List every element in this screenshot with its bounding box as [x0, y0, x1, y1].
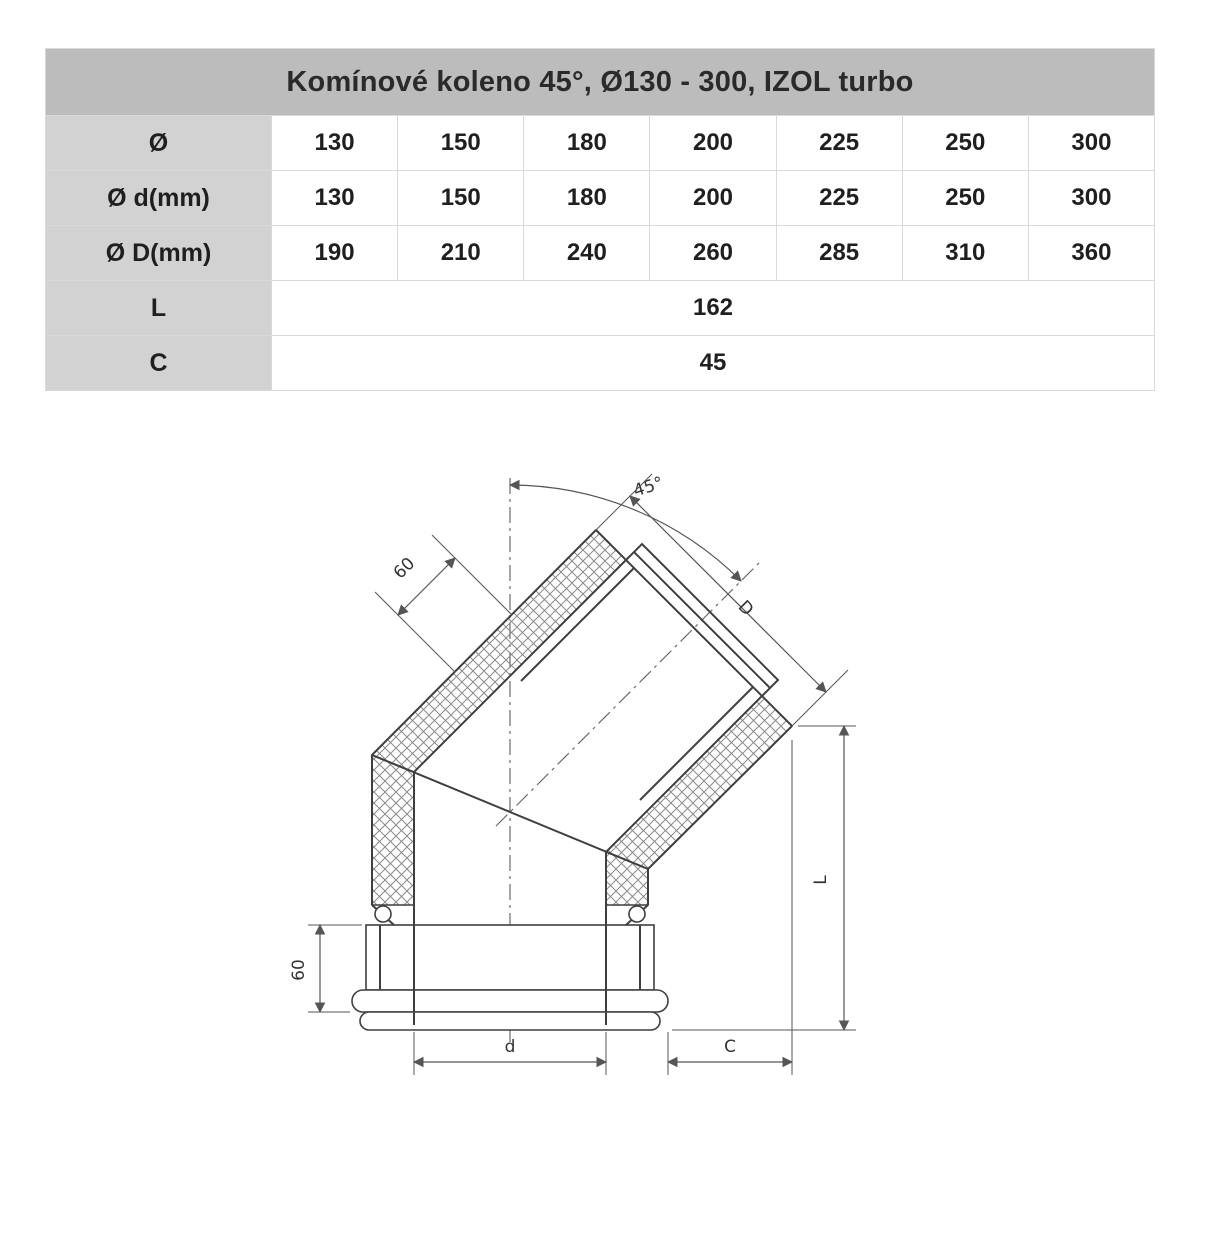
- table-cell: 130: [270, 170, 399, 226]
- table-row: Ø d(mm) 130 150 180 200 225 250 300: [45, 170, 1156, 226]
- table-row: Ø D(mm) 190 210 240 260 285 310 360: [45, 225, 1156, 281]
- row-label-D-mm: Ø D(mm): [45, 225, 272, 281]
- table-cell: 260: [649, 225, 777, 281]
- table-row: C 45: [45, 335, 1155, 391]
- dimensions: 45° 60 D 60 d C L: [289, 473, 856, 1075]
- collar-inner-edges: [379, 925, 641, 990]
- dim-60-top-extensions: [374, 534, 513, 673]
- table-cell: 200: [649, 115, 777, 171]
- dim-label-D: D: [734, 597, 757, 620]
- vertical-pipe-outer-walls: [371, 755, 649, 905]
- dim-D-line: [629, 495, 827, 693]
- technical-drawing: 45° 60 D 60 d C L: [289, 473, 856, 1075]
- table-cell: 250: [901, 170, 1029, 226]
- table-cell: 150: [397, 115, 525, 171]
- table-cell: 310: [901, 225, 1029, 281]
- dim-D-extensions: [595, 473, 849, 727]
- table-cell: 150: [397, 170, 525, 226]
- table-cell: 225: [775, 170, 903, 226]
- table-cell: 210: [397, 225, 525, 281]
- inner-tube-ribs: [520, 567, 754, 801]
- row-label-L: L: [45, 280, 272, 336]
- insulation-hatch-angled-bottom: [604, 695, 793, 870]
- bead-left: [374, 905, 392, 923]
- row-label-C: C: [45, 335, 272, 391]
- table-cell: 300: [1027, 170, 1156, 226]
- dim-d-extensions: [413, 1032, 607, 1075]
- table-cell: 250: [901, 115, 1029, 171]
- dim-60-top-line: [397, 557, 456, 616]
- table-cell-C-value: 45: [271, 335, 1155, 391]
- spec-table-wrap: Komínové koleno 45°, Ø130 - 300, IZOL tu…: [45, 48, 1156, 391]
- table-row: Ø 130 150 180 200 225 250 300: [45, 115, 1156, 171]
- spec-table: Komínové koleno 45°, Ø130 - 300, IZOL tu…: [45, 48, 1156, 391]
- table-row: L 162: [45, 280, 1155, 336]
- elbow-body: [351, 529, 793, 1031]
- flange-ring-upper: [351, 989, 669, 1013]
- table-cell: 180: [523, 170, 651, 226]
- table-cell: 180: [523, 115, 651, 171]
- dim-label-L: L: [811, 875, 831, 885]
- table-cell: 200: [649, 170, 777, 226]
- angled-pipe-inner-walls: [413, 559, 763, 853]
- dim-label-d: d: [505, 1037, 516, 1057]
- row-label-d-mm: Ø d(mm): [45, 170, 272, 226]
- table-cell: 190: [270, 225, 399, 281]
- dim-C-extensions: [667, 740, 793, 1075]
- dim-label-60-left: 60: [289, 959, 309, 981]
- page-title: Komínové koleno 45°, Ø130 - 300, IZOL tu…: [45, 48, 1155, 116]
- vertical-pipe-inner-walls: [413, 772, 607, 1025]
- bead-right: [628, 905, 646, 923]
- table-cell: 130: [270, 115, 399, 171]
- dim-label-60-top: 60: [390, 554, 419, 583]
- dim-label-C: C: [724, 1037, 736, 1057]
- table-cell: 300: [1027, 115, 1156, 171]
- table-cell: 285: [775, 225, 903, 281]
- table-cell-L-value: 162: [271, 280, 1155, 336]
- flange-ring-lower: [359, 1011, 661, 1031]
- angle-arc: [508, 479, 742, 582]
- collar-band: [365, 924, 655, 991]
- table-cell: 360: [1027, 225, 1156, 281]
- miter-seam: [371, 754, 649, 870]
- row-label-diameter: Ø: [45, 115, 272, 171]
- insulation-hatch-left: [371, 753, 415, 906]
- table-cell: 225: [775, 115, 903, 171]
- table-cell: 240: [523, 225, 651, 281]
